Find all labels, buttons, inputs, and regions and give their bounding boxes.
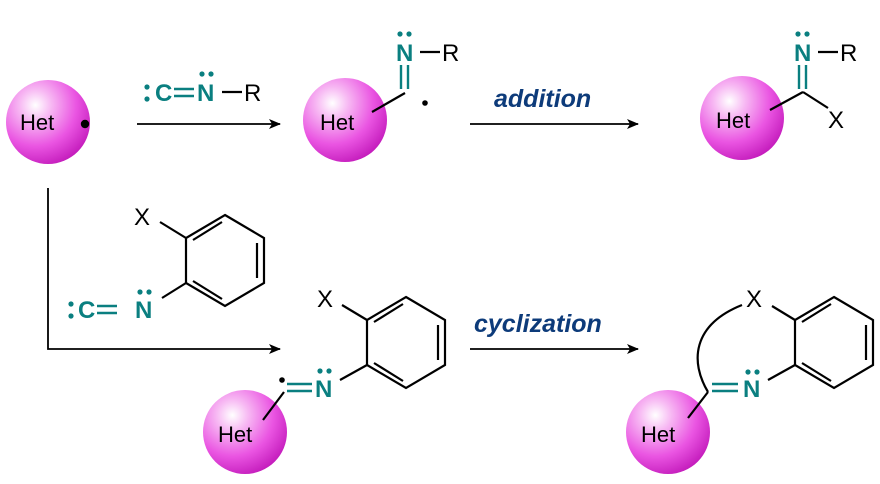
het-label: Het — [218, 422, 252, 447]
ortho-substituent: X — [317, 286, 333, 313]
isocyanide-nitrogen: N — [197, 80, 214, 107]
het-c-bond — [687, 391, 709, 419]
aromatic-bond — [373, 303, 404, 323]
aromatic-bond — [801, 303, 832, 323]
het-c-bond — [371, 92, 406, 113]
addition-label: addition — [494, 85, 591, 113]
cyclization-label: cyclization — [474, 310, 602, 338]
c-x-bond — [159, 221, 187, 239]
imine-substituent: R — [442, 40, 459, 67]
arrow-aryl-isocyanide-insertion — [47, 188, 281, 354]
benzene-ring — [184, 213, 266, 308]
lone-pair-dot — [208, 71, 214, 77]
het-radical: Het — [6, 80, 90, 164]
isocyanide-substituent: R — [244, 80, 261, 107]
lone-pair-dot — [68, 301, 74, 307]
lone-pair-dot — [137, 289, 143, 295]
imine-nitrogen: N — [315, 376, 332, 403]
lone-pair-dot — [317, 368, 323, 374]
isocyanide-carbon: C — [155, 80, 172, 107]
addition-product: Het N R X — [700, 31, 857, 160]
het-c-bond — [262, 391, 285, 421]
aromatic-bond — [801, 362, 832, 382]
ring-heteroatom: X — [746, 286, 762, 313]
aryl-n-bond — [161, 282, 187, 299]
lone-pair-dot — [144, 84, 150, 90]
benzene-ring — [793, 295, 875, 390]
imidoyl-radical: Het N R — [303, 31, 459, 162]
c-x-bond — [802, 91, 829, 109]
lone-pair-dot — [754, 369, 760, 375]
isocyanide-nitrogen: N — [135, 297, 152, 324]
lone-pair-dot — [144, 96, 150, 102]
c-x-bond — [771, 305, 796, 321]
radical-dot — [279, 377, 285, 383]
het-sphere — [626, 390, 710, 474]
benzene-ring — [365, 295, 447, 390]
lone-pair-dot — [406, 31, 412, 37]
ring-nitrogen: N — [743, 376, 760, 403]
lone-pair-dot — [68, 313, 74, 319]
aromatic-bond — [192, 280, 223, 300]
het-sphere — [203, 390, 287, 474]
lone-pair-dot — [795, 31, 801, 37]
het-label: Het — [716, 108, 750, 133]
lone-pair-dot — [199, 71, 205, 77]
imine-nitrogen: N — [396, 40, 413, 67]
het-c-bond — [769, 91, 804, 111]
aromatic-bond — [192, 221, 223, 241]
c-x-bond — [341, 304, 368, 321]
lone-pair-dot — [397, 31, 403, 37]
het-label: Het — [641, 422, 675, 447]
isocyanide-reagent: C N R — [144, 71, 261, 107]
ortho-substituent: X — [134, 204, 150, 231]
added-group: X — [828, 107, 844, 134]
cyclized-product: Het N X — [626, 286, 875, 474]
imine-substituent: R — [840, 40, 857, 67]
het-sphere — [303, 78, 387, 162]
isocyanide-carbon: C — [78, 297, 95, 324]
n-aryl-bond — [767, 364, 796, 381]
het-sphere — [700, 76, 784, 160]
lone-pair-dot — [326, 368, 332, 374]
lone-pair-dot — [146, 289, 152, 295]
imine-nitrogen: N — [794, 40, 811, 67]
radical-dot — [80, 119, 90, 129]
ring-closure-arc — [696, 303, 743, 393]
radical-dot — [422, 100, 428, 106]
het-label: Het — [320, 110, 354, 135]
het-label: Het — [20, 110, 54, 135]
het-sphere — [6, 80, 90, 164]
lone-pair-dot — [804, 31, 810, 37]
aromatic-bond — [373, 362, 404, 382]
aryl-imidoyl-radical: Het N X — [203, 286, 447, 474]
n-aryl-bond — [339, 364, 368, 381]
aryl-isocyanide-reagent: X C N — [68, 204, 266, 324]
lone-pair-dot — [745, 369, 751, 375]
